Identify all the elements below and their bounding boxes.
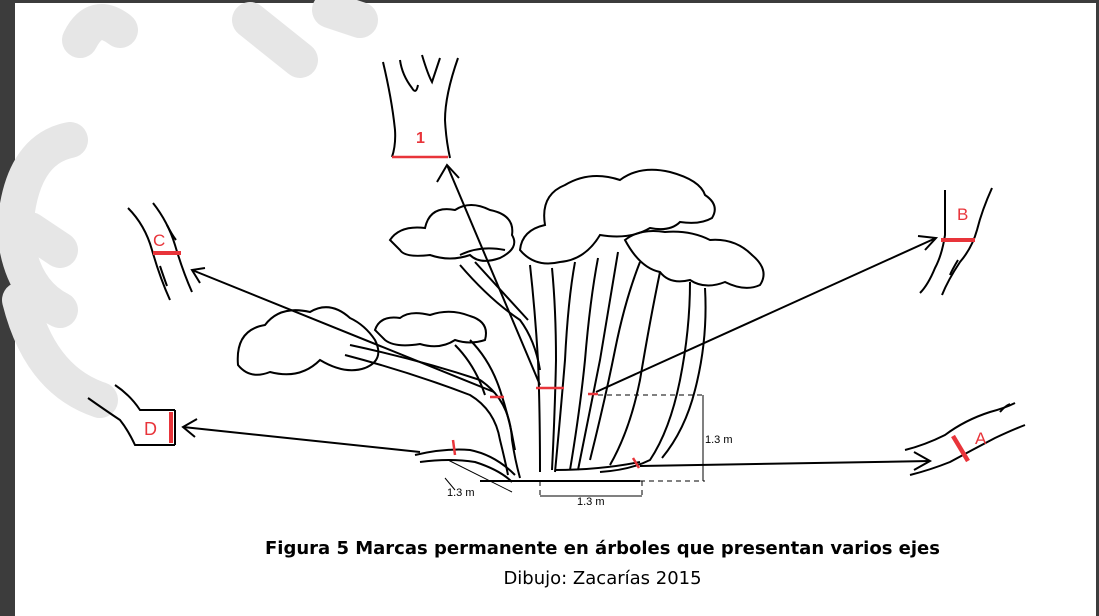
trunk-marks bbox=[451, 386, 641, 469]
dimension-guides bbox=[539, 394, 705, 498]
detail-trunk-c bbox=[127, 202, 193, 301]
dimension-label-ground-right: 1.3 m bbox=[577, 496, 605, 508]
label-d: D bbox=[144, 419, 157, 439]
detail-branch-d bbox=[87, 384, 176, 446]
window-frame-top bbox=[0, 0, 1099, 3]
tree-canopy bbox=[236, 168, 765, 376]
detail-a-mark bbox=[951, 434, 970, 463]
detail-branch-a bbox=[904, 402, 1026, 476]
label-1: 1 bbox=[416, 130, 425, 147]
dimension-lines bbox=[444, 395, 704, 497]
label-a: A bbox=[975, 429, 987, 448]
label-c: C bbox=[153, 231, 165, 250]
label-b: B bbox=[957, 205, 968, 224]
figure-credit: Dibujo: Zacarías 2015 bbox=[503, 568, 702, 589]
arrows bbox=[181, 163, 939, 471]
window-frame-right bbox=[1096, 0, 1099, 616]
tree-trunks bbox=[344, 251, 707, 483]
watermark bbox=[0, 0, 378, 418]
detail-trunk-b bbox=[919, 187, 993, 296]
dimension-label-ground-left: 1.3 m bbox=[447, 487, 475, 499]
figure-caption: Figura 5 Marcas permanente en árboles qu… bbox=[265, 538, 940, 559]
dimension-label-vertical: 1.3 m bbox=[705, 434, 733, 446]
detail-trunk-1 bbox=[382, 54, 459, 159]
